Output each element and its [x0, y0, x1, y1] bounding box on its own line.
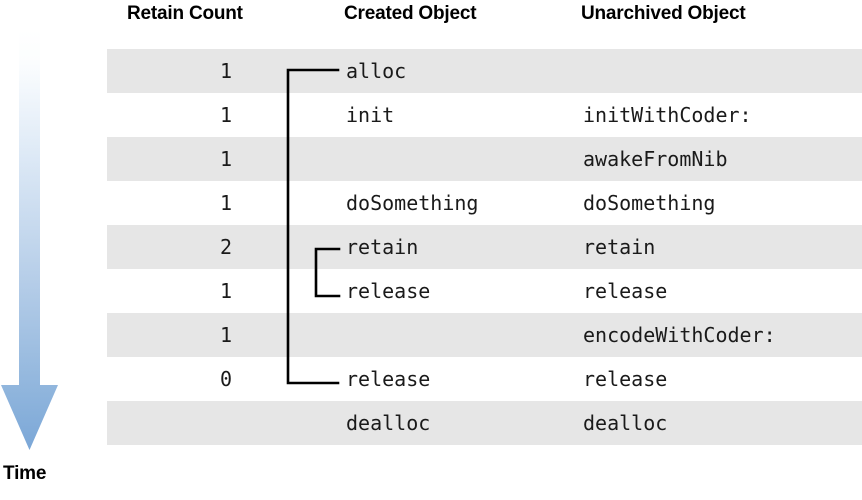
cell-created-object: doSomething [346, 191, 479, 215]
cell-retain-count: 1 [219, 59, 232, 83]
cell-created-object: dealloc [346, 411, 431, 435]
cell-retain-count: 1 [219, 191, 232, 215]
table-row: 1 init initWithCoder: [107, 93, 862, 137]
cell-retain-count: 1 [219, 279, 232, 303]
cell-unarchived-object: doSomething [583, 191, 716, 215]
table-row: dealloc dealloc [107, 401, 862, 445]
time-axis-label: Time [3, 463, 47, 484]
cell-retain-count: 1 [219, 147, 232, 171]
cell-unarchived-object: release [583, 279, 668, 303]
cell-unarchived-object: initWithCoder: [583, 103, 752, 127]
cell-unarchived-object: retain [583, 235, 656, 259]
column-header-unarchived-object: Unarchived Object [581, 3, 746, 24]
cell-created-object: release [346, 279, 431, 303]
cell-unarchived-object: release [583, 367, 668, 391]
cell-unarchived-object: dealloc [583, 411, 668, 435]
table-row: 1 alloc [107, 49, 862, 93]
table-row: 0 release release [107, 357, 862, 401]
lifecycle-table: 1 alloc 1 init initWithCoder: 1 awakeFromNib 1 d… [107, 49, 862, 445]
column-header-retain-count: Retain Count [127, 3, 243, 24]
cell-created-object: init [346, 103, 395, 127]
cell-unarchived-object: encodeWithCoder: [583, 323, 776, 347]
cell-retain-count: 2 [219, 235, 232, 259]
cell-created-object: alloc [346, 59, 407, 83]
column-header-created-object: Created Object [344, 3, 477, 24]
cell-created-object: retain [346, 235, 419, 259]
table-row: 1 encodeWithCoder: [107, 313, 862, 357]
cell-retain-count: 1 [219, 323, 232, 347]
time-down-arrow-icon [1, 30, 58, 450]
cell-retain-count: 1 [219, 103, 232, 127]
table-row: 2 retain retain [107, 225, 862, 269]
table-row: 1 doSomething doSomething [107, 181, 862, 225]
cell-created-object: release [346, 367, 431, 391]
cell-retain-count: 0 [219, 367, 232, 391]
table-row: 1 awakeFromNib [107, 137, 862, 181]
cell-unarchived-object: awakeFromNib [583, 147, 728, 171]
cell-retain-count [107, 401, 232, 445]
table-row: 1 release release [107, 269, 862, 313]
